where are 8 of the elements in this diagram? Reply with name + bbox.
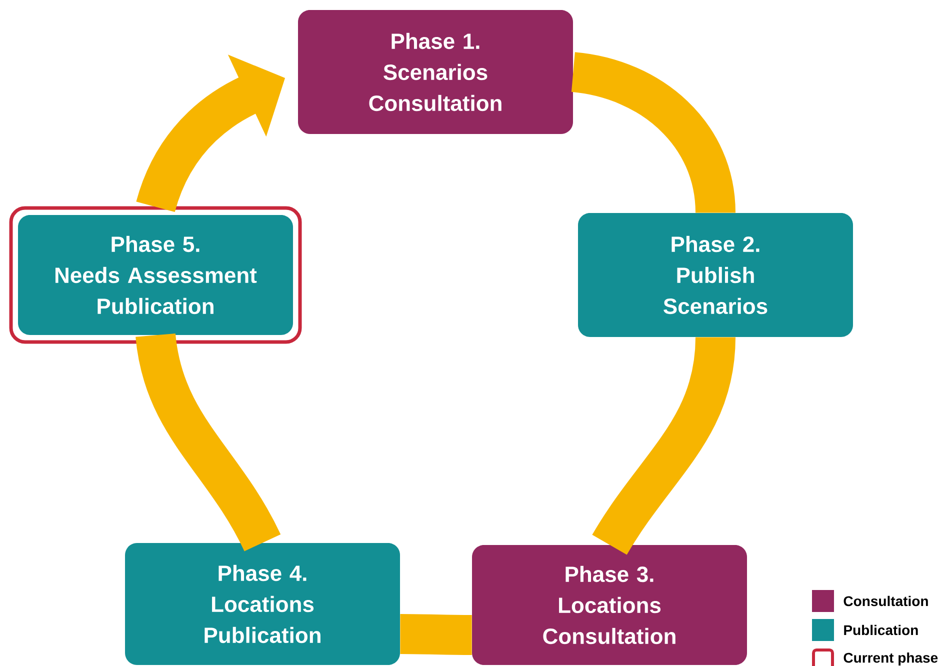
phase-box: Phase 3. Locations Consultation (472, 545, 747, 665)
legend-text: Current phase (844, 652, 938, 666)
legend-text: Consultation (844, 596, 928, 606)
phase-box: Phase 5. Needs Assessment Publication (9, 206, 302, 344)
phase-box: Phase 2. Publish Scenarios (578, 213, 853, 337)
phase-box: Phase 1. Scenarios Consultation (298, 10, 573, 134)
phase-box: Phase 4. Locations Publication (125, 543, 400, 665)
legend-text: Publication (844, 624, 918, 636)
